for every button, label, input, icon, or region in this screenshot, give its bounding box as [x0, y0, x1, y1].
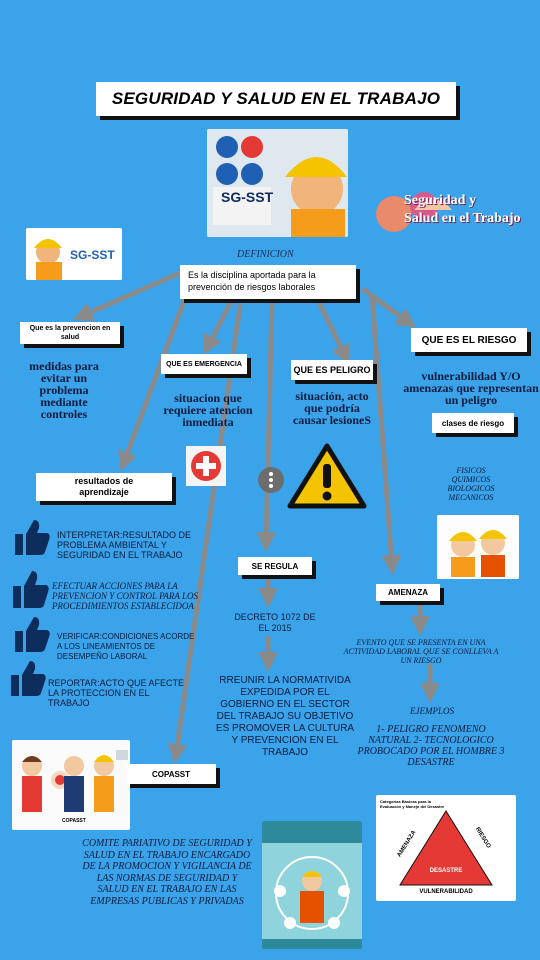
- more-icon[interactable]: [258, 467, 284, 493]
- arrow-icon: [369, 292, 402, 575]
- definition-box: Es la disciplina aportada para la preven…: [180, 265, 356, 299]
- warning-icon: [286, 442, 368, 510]
- sgsst-main-image: SG-SST: [207, 129, 348, 237]
- arrow-icon: [315, 297, 350, 366]
- triangle-bottom-label: VULNERABILIDAD: [419, 889, 473, 895]
- resultado-item: INTERPRETAR:RESULTADO DE PROBLEMA AMBIEN…: [57, 530, 192, 560]
- emergencia-header: QUE ES EMERGENCIA: [161, 354, 247, 374]
- resultado-item: EFECTUAR ACCIONES PARA LA PREVENCION Y C…: [52, 581, 199, 611]
- copasst-image-label: COPASST: [62, 818, 86, 824]
- copasst-text: COMITE PARIATIVO DE SEGURIDAD Y SALUD EN…: [82, 838, 252, 907]
- safety-logo-text: Seguridad y Salud en el Trabajo: [404, 193, 521, 226]
- regula-header: SE REGULA: [238, 557, 312, 575]
- arrow-icon: [167, 303, 243, 764]
- thumbs-up-icon: [12, 614, 52, 654]
- sgsst-small-image: SG-SST: [26, 228, 122, 280]
- clases-riesgo-text: FISICOS QUIMICOS BIOLOGICOS MECANICOS: [447, 466, 495, 502]
- resultados-header: resultados de aprendizaje: [36, 473, 172, 501]
- definition-label: DEFINICION: [237, 249, 294, 260]
- resultado-item: VERIFICAR:CONDICIONES ACORDE A LOS LINEA…: [57, 632, 195, 661]
- emergencia-text: situacion que requiere atencion inmediat…: [163, 391, 253, 429]
- amenaza-text: EVENTO QUE SE PRESENTA EN UNA ACTIVIDAD …: [343, 638, 499, 665]
- sgsst-logo-text: SG-SST: [221, 189, 274, 205]
- triangle-center-label: DESASTRE: [429, 868, 463, 874]
- sgsst-poster-image: [262, 821, 362, 949]
- prevencion-text: medidas para evitar un problema mediante…: [29, 359, 99, 421]
- resultado-item: REPORTAR:ACTO QUE AFECTE LA PROTECCION E…: [48, 678, 185, 708]
- arrow-icon: [72, 269, 185, 322]
- peligro-text: situación, acto que podría causar lesion…: [292, 389, 372, 427]
- arrow-icon: [256, 297, 277, 552]
- thumbs-up-icon: [8, 658, 48, 698]
- sgsst-small-logo-text: SG-SST: [70, 248, 115, 262]
- thumbs-up-icon: [10, 568, 52, 610]
- decreto-text: DECRETO 1072 DE EL 2015: [234, 612, 316, 633]
- safety-logo-image: Seguridad y Salud en el Trabajo: [372, 186, 532, 244]
- triangle-caption: Categorías Básicas para la Evaluación y …: [380, 799, 445, 809]
- thumbs-up-icon: [12, 517, 52, 557]
- regula-text: RREUNIR LA NORMATIVIDA EXPEDIDA POR EL G…: [215, 675, 355, 758]
- arrow-icon: [203, 297, 235, 355]
- ejemplos-label: EJEMPLOS: [410, 706, 454, 716]
- riesgo-text: vulnerabilidad Y/O amenazas que represen…: [403, 369, 539, 407]
- desastre-triangle-image: Categorías Básicas para la Evaluación y …: [376, 795, 516, 901]
- riesgo-header: QUE ES EL RIESGO: [411, 328, 527, 352]
- copasst-image: COPASST: [12, 740, 130, 830]
- page-title: SEGURIDAD Y SALUD EN EL TRABAJO: [96, 82, 456, 116]
- clases-riesgo-header: clases de riesgo: [432, 413, 514, 433]
- workers-image: [437, 515, 519, 579]
- first-aid-icon: [186, 446, 226, 486]
- ejemplos-text: 1- PELIGRO FENOMENO NATURAL 2- TECNOLOGI…: [357, 724, 505, 768]
- peligro-header: QUE ES PELIGRO: [291, 360, 373, 380]
- arrow-icon: [118, 282, 193, 472]
- copasst-header: COPASST: [126, 764, 216, 784]
- amenaza-header: AMENAZA: [376, 584, 440, 601]
- prevencion-header: Que es la prevencion en salud: [20, 322, 120, 344]
